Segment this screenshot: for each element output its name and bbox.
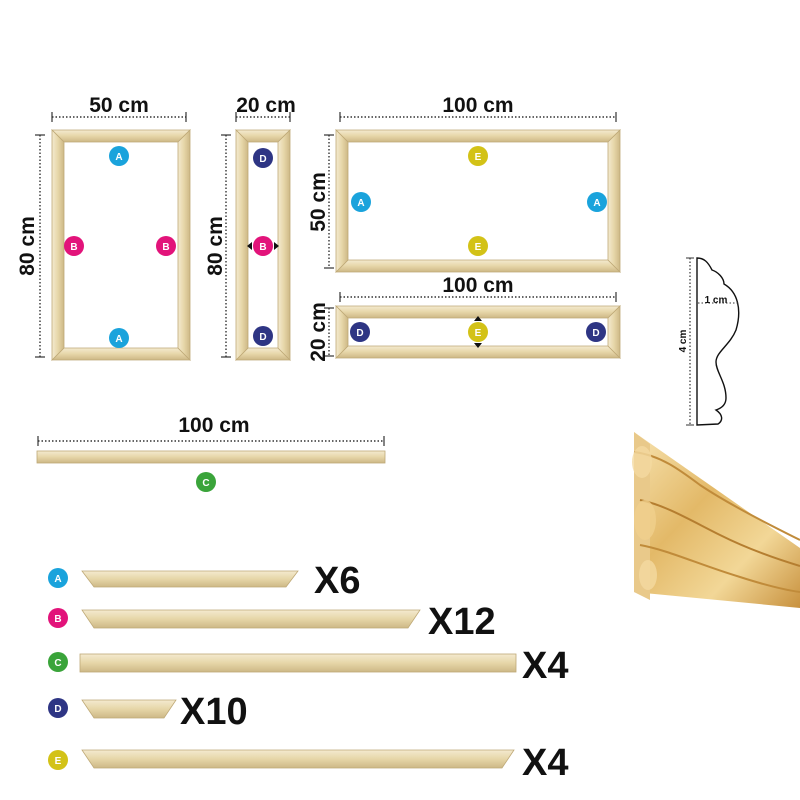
piece-list: A X6 B X12 C X4 D X10 E X4 (48, 560, 568, 784)
badge-letter: B (54, 614, 61, 625)
badge-e: E (468, 322, 488, 342)
frame-50x80-top-bar (51, 129, 191, 143)
piece-a-quantity: X6 (314, 560, 360, 602)
piece-row-a: A X6 (48, 560, 360, 602)
frame-50x80-width-label: 50 cm (89, 94, 149, 117)
frame-100x50-height-label: 50 cm (307, 172, 330, 232)
badge-letter: A (115, 334, 122, 345)
badge-letter: E (475, 242, 482, 253)
badge-c: C (196, 472, 216, 492)
profile-height-label: 4 cm (678, 329, 689, 352)
badge-a: A (109, 146, 129, 166)
height-arrow-up-icon (474, 316, 482, 321)
piece-row-d: D X10 (48, 691, 248, 733)
molding-corner-photo (632, 432, 800, 608)
stick-100cm: 100 cm C (36, 414, 386, 492)
frame-50x80-height-label: 80 cm (16, 216, 39, 276)
frame-50x80-bottom-bar (51, 347, 191, 361)
frame-100x20-right-bar (607, 305, 621, 359)
badge-letter: E (55, 756, 62, 767)
badge-letter: D (592, 328, 599, 339)
piece-row-c: C X4 (48, 645, 568, 687)
frame-100x50: 100 cm 50 cm E E A A (307, 94, 621, 273)
badge-letter: D (54, 704, 61, 715)
badge-letter: D (259, 332, 266, 343)
profile-outline (696, 257, 740, 426)
badge-e: E (468, 236, 488, 256)
badge-letter: A (593, 198, 600, 209)
frame-100x20-width-label: 100 cm (442, 274, 513, 297)
frame-20x80-width-label: 20 cm (236, 94, 296, 117)
badge-letter: A (54, 574, 61, 585)
frame-100x50-bottom-bar (335, 259, 621, 273)
width-arrow-left-icon (247, 242, 252, 250)
badge-e: E (468, 146, 488, 166)
piece-d-bar (81, 699, 177, 719)
frame-100x20-height-label: 20 cm (307, 302, 330, 362)
piece-row-e: E X4 (48, 742, 568, 784)
height-arrow-down-icon (474, 343, 482, 348)
profile-depth-label: 1 cm (705, 295, 728, 306)
badge-letter: C (202, 478, 209, 489)
badge-a: A (351, 192, 371, 212)
badge-letter: E (475, 152, 482, 163)
stick-c-bar (36, 450, 386, 464)
piece-row-b: B X12 (48, 601, 496, 643)
badge-letter: B (259, 242, 266, 253)
width-arrow-right-icon (274, 242, 279, 250)
badge-e: E (48, 750, 68, 770)
badge-letter: D (356, 328, 363, 339)
badge-letter: A (357, 198, 364, 209)
frame-100x50-top-bar (335, 129, 621, 143)
frame-50x80: 50 cm 80 cm A A B B (16, 94, 191, 361)
badge-d: D (253, 148, 273, 168)
piece-a-bar (81, 570, 299, 588)
frame-100x50-width-label: 100 cm (442, 94, 513, 117)
badge-a: A (587, 192, 607, 212)
piece-c-quantity: X4 (522, 645, 568, 687)
badge-letter: E (475, 328, 482, 339)
piece-e-bar (81, 749, 515, 769)
frame-20x80-height-label: 80 cm (204, 216, 227, 276)
badge-letter: B (162, 242, 169, 253)
badge-d: D (350, 322, 370, 342)
molding-profile: 4 cm 1 cm (678, 257, 740, 426)
badge-letter: B (70, 242, 77, 253)
frame-100x50-left-bar (335, 129, 349, 273)
frame-50x80-left-bar (51, 129, 65, 361)
badge-b: B (64, 236, 84, 256)
frame-100x20-left-bar (335, 305, 349, 359)
piece-b-bar (81, 609, 421, 629)
frame-20x80-left-bar (235, 129, 249, 361)
badge-letter: A (115, 152, 122, 163)
piece-e-quantity: X4 (522, 742, 568, 784)
badge-letter: C (54, 658, 61, 669)
badge-b: B (48, 608, 68, 628)
frame-100x50-right-bar (607, 129, 621, 273)
piece-c-bar (79, 653, 517, 673)
stick-length-label: 100 cm (178, 414, 249, 437)
badge-b: B (253, 236, 273, 256)
badge-a: A (109, 328, 129, 348)
badge-letter: D (259, 154, 266, 165)
piece-d-quantity: X10 (180, 691, 248, 733)
badge-c: C (48, 652, 68, 672)
badge-d: D (48, 698, 68, 718)
badge-b: B (156, 236, 176, 256)
frame-50x80-right-bar (177, 129, 191, 361)
badge-d: D (586, 322, 606, 342)
frame-20x80: 20 cm 80 cm D D B (204, 94, 296, 361)
badge-a: A (48, 568, 68, 588)
frame-100x20: 100 cm 20 cm D D E (307, 274, 621, 362)
badge-d: D (253, 326, 273, 346)
frame-20x80-right-bar (277, 129, 291, 361)
piece-b-quantity: X12 (428, 601, 496, 643)
